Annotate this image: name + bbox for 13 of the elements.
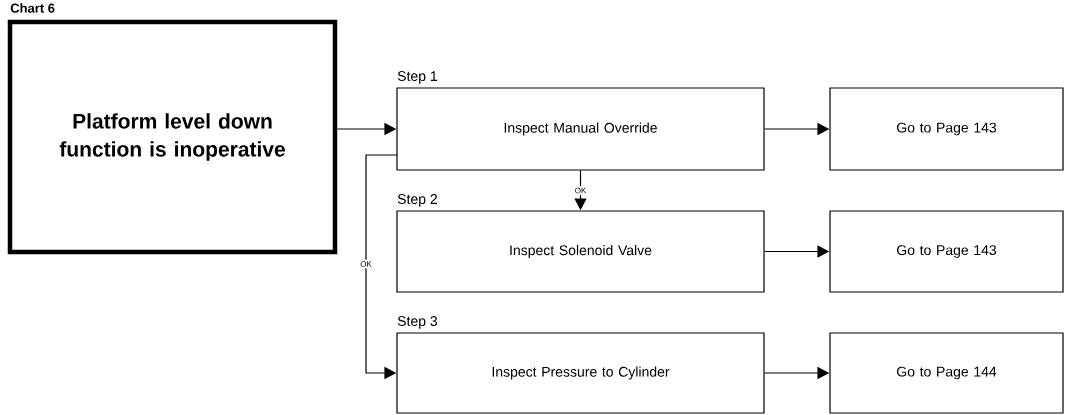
- step-label: Step 1: [397, 71, 437, 84]
- step-label: Step 2: [397, 194, 437, 207]
- page-box: Go to Page 143: [829, 87, 1064, 171]
- step-label: Step 3: [397, 316, 438, 329]
- edge-label: OK: [358, 259, 374, 269]
- chart-title: Chart 6: [10, 3, 55, 13]
- page-box: Go to Page 144: [829, 332, 1064, 414]
- step-box: Inspect Manual Override: [396, 87, 765, 171]
- problem-box: Platform level down function is inoperative: [7, 19, 338, 255]
- step-box: Inspect Pressure to Cylinder: [396, 332, 765, 414]
- page-box: Go to Page 143: [829, 210, 1064, 293]
- step-box: Inspect Solenoid Valve: [396, 210, 765, 293]
- edge-label: OK: [573, 186, 588, 195]
